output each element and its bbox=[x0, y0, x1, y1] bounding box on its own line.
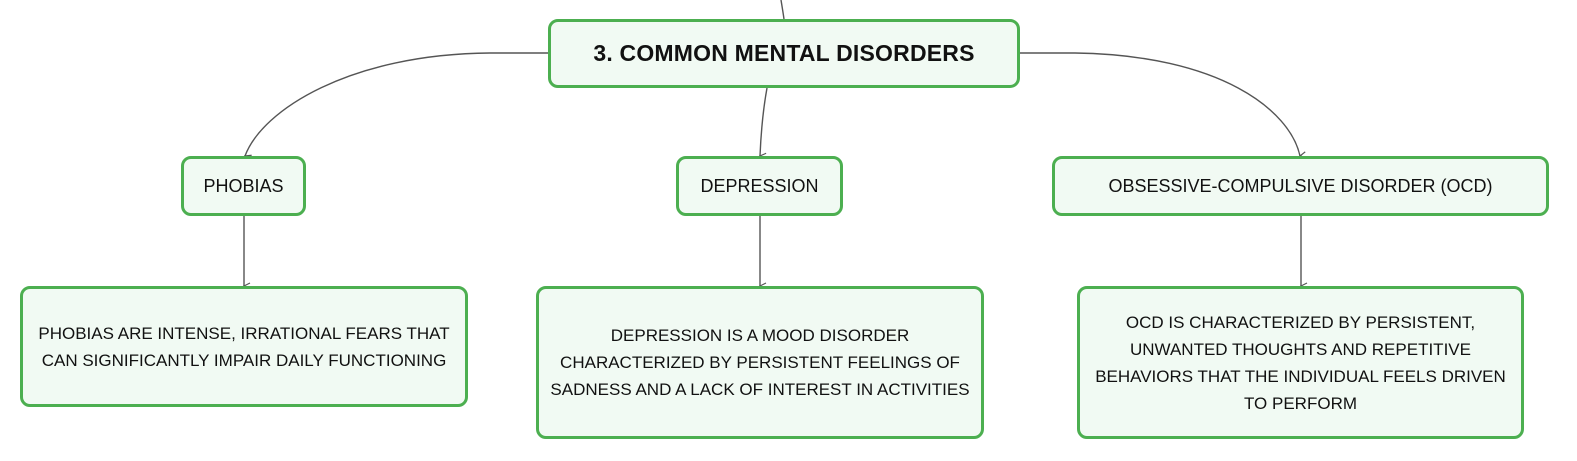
detail-node-depression[interactable]: DEPRESSION IS A MOOD DISORDER CHARACTERI… bbox=[536, 286, 984, 439]
branch-node-ocd[interactable]: OBSESSIVE-COMPULSIVE DISORDER (OCD) bbox=[1052, 156, 1549, 216]
connector-root-to-phobias bbox=[245, 52, 549, 156]
connector-root-to-ocd bbox=[1019, 52, 1300, 156]
detail-node-text: OCD IS CHARACTERIZED BY PERSISTENT, UNWA… bbox=[1095, 312, 1506, 413]
branch-node-depression[interactable]: DEPRESSION bbox=[676, 156, 843, 216]
detail-node-ocd[interactable]: OCD IS CHARACTERIZED BY PERSISTENT, UNWA… bbox=[1077, 286, 1524, 439]
branch-node-label: PHOBIAS bbox=[203, 175, 284, 196]
detail-node-text: PHOBIAS ARE INTENSE, IRRATIONAL FEARS TH… bbox=[38, 323, 450, 370]
root-node-label: 3. COMMON MENTAL DISORDERS bbox=[593, 40, 975, 66]
branch-node-phobias[interactable]: PHOBIAS bbox=[181, 156, 306, 216]
root-node[interactable]: 3. COMMON MENTAL DISORDERS bbox=[548, 19, 1020, 88]
detail-node-text: DEPRESSION IS A MOOD DISORDER CHARACTERI… bbox=[550, 326, 970, 399]
connector-root-to-depression bbox=[760, 87, 768, 156]
connector-from-parent bbox=[780, 0, 785, 20]
branch-node-label: OBSESSIVE-COMPULSIVE DISORDER (OCD) bbox=[1108, 175, 1493, 196]
detail-node-phobias[interactable]: PHOBIAS ARE INTENSE, IRRATIONAL FEARS TH… bbox=[20, 286, 468, 407]
branch-node-label: DEPRESSION bbox=[700, 175, 819, 196]
